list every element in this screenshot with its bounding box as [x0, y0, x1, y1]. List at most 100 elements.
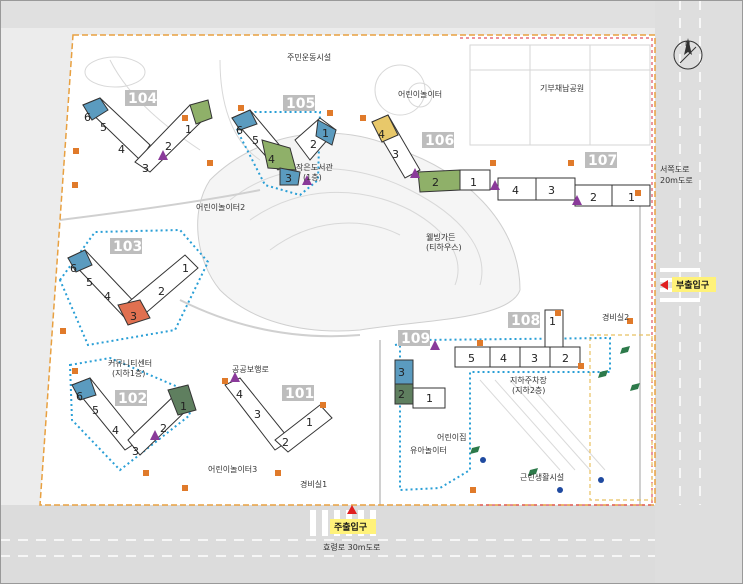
- site-boundary: [39, 34, 656, 506]
- label-pocket-park: 기부채납공원: [540, 83, 584, 93]
- svg-text:6: 6: [70, 262, 77, 275]
- main-entrance-label: 주출입구: [334, 521, 367, 533]
- svg-text:5: 5: [86, 276, 93, 289]
- internal-paths: [59, 189, 641, 505]
- svg-text:1: 1: [180, 400, 187, 413]
- label-east-road-2: 20m도로: [660, 176, 693, 185]
- svg-text:3: 3: [130, 310, 137, 323]
- compass-icon: N: [673, 38, 703, 70]
- svg-text:4: 4: [118, 143, 125, 156]
- building-103[interactable]: 6 5 4 3 2 1 103: [67, 238, 199, 326]
- svg-text:2: 2: [282, 436, 289, 449]
- svg-text:5: 5: [468, 352, 475, 365]
- building-101[interactable]: 4 3 2 1 101: [224, 377, 333, 453]
- label-community-sub: (지하1층): [112, 368, 145, 378]
- building-108-label: 108: [511, 313, 540, 329]
- svg-text:1: 1: [185, 123, 192, 136]
- svg-text:2: 2: [398, 388, 405, 401]
- svg-text:6: 6: [76, 390, 83, 403]
- north-street: [0, 0, 743, 28]
- building-106-label: 106: [425, 133, 454, 149]
- svg-text:1: 1: [182, 262, 189, 275]
- svg-text:3: 3: [531, 352, 538, 365]
- svg-text:3: 3: [285, 172, 292, 185]
- svg-text:2: 2: [310, 138, 317, 151]
- building-102[interactable]: 6 5 4 3 2 1 102: [71, 377, 197, 458]
- svg-text:3: 3: [548, 184, 555, 197]
- label-guard2: 경비실2: [602, 312, 629, 322]
- sub-entrance-label: 부출입구: [676, 279, 709, 291]
- label-toddler-play: 유아놀이터: [410, 445, 447, 455]
- label-commercial: 근린생활시설: [520, 472, 564, 482]
- svg-text:4: 4: [268, 153, 275, 166]
- svg-text:3: 3: [132, 445, 139, 458]
- building-103-label: 103: [113, 239, 142, 255]
- blue-dotted-zones: [58, 111, 611, 492]
- svg-text:4: 4: [104, 290, 111, 303]
- svg-text:4: 4: [512, 184, 519, 197]
- svg-text:1: 1: [628, 191, 635, 204]
- orange-markers: [60, 105, 641, 493]
- svg-text:5: 5: [92, 404, 99, 417]
- svg-text:2: 2: [590, 191, 597, 204]
- label-fitness: 주민운동시설: [287, 52, 331, 62]
- svg-text:3: 3: [392, 148, 399, 161]
- building-105-label: 105: [286, 96, 315, 112]
- commercial-boundary: [589, 334, 653, 501]
- sub-entrance[interactable]: 부출입구: [660, 277, 716, 292]
- compass-label: N: [685, 40, 690, 48]
- purple-markers: [150, 150, 582, 440]
- svg-text:4: 4: [112, 424, 119, 437]
- svg-text:2: 2: [562, 352, 569, 365]
- building-104-label: 104: [128, 91, 157, 107]
- svg-text:2: 2: [160, 422, 167, 435]
- label-playground-top: 어린이놀이터: [398, 89, 442, 99]
- label-guard1: 경비실1: [300, 479, 327, 489]
- building-108[interactable]: 5 4 3 2 1 108: [454, 309, 581, 368]
- svg-text:2: 2: [432, 176, 439, 189]
- lane-markings: [0, 0, 701, 557]
- svg-text:1: 1: [426, 392, 433, 405]
- building-109[interactable]: 3 2 1 109: [394, 330, 446, 409]
- svg-text:1: 1: [322, 127, 329, 140]
- building-102-label: 102: [118, 391, 147, 407]
- park-boundary: [460, 37, 653, 506]
- svg-text:3: 3: [254, 408, 261, 421]
- svg-text:1: 1: [306, 416, 313, 429]
- svg-text:5: 5: [252, 134, 259, 147]
- label-community: 커뮤니티센터: [108, 358, 152, 368]
- label-ramp-sub: (지하2층): [512, 385, 545, 395]
- commercial-hatch: [479, 379, 606, 471]
- label-playground-bottom: 어린이놀이터3: [208, 464, 257, 474]
- main-entrance[interactable]: 주출입구: [330, 505, 376, 534]
- pocket-park-grid: [469, 44, 651, 146]
- label-playground-left: 어린이놀이터2: [196, 202, 245, 212]
- label-garden-sub: (티하우스): [426, 242, 462, 252]
- svg-text:4: 4: [378, 128, 385, 141]
- label-public-walkway: 공공보행로: [232, 364, 269, 374]
- green-markers: [470, 346, 640, 476]
- svg-text:1: 1: [470, 176, 477, 189]
- building-104[interactable]: 6 5 4 3 2 1 104: [82, 90, 213, 175]
- label-library-sub: (1층): [303, 173, 322, 182]
- svg-text:6: 6: [84, 111, 91, 124]
- svg-text:4: 4: [236, 388, 243, 401]
- blue-dots: [480, 457, 604, 493]
- label-library: 작은도서관: [296, 162, 333, 172]
- building-107[interactable]: 4 3 2 1 107: [497, 152, 651, 207]
- building-107-label: 107: [588, 153, 617, 169]
- svg-text:1: 1: [549, 315, 556, 328]
- svg-text:6: 6: [236, 124, 243, 137]
- label-east-road-1: 서쪽도로: [660, 165, 689, 174]
- svg-text:2: 2: [165, 140, 172, 153]
- building-109-label: 109: [401, 331, 430, 347]
- label-ramp: 지하주차장: [510, 375, 547, 385]
- label-daycare: 어린이집: [437, 432, 466, 442]
- svg-text:2: 2: [158, 285, 165, 298]
- svg-text:3: 3: [142, 162, 149, 175]
- building-105[interactable]: 6 5 4 3 2 1 105: [231, 95, 337, 186]
- building-106[interactable]: 4 3 2 1 106: [371, 114, 491, 193]
- svg-text:5: 5: [100, 121, 107, 134]
